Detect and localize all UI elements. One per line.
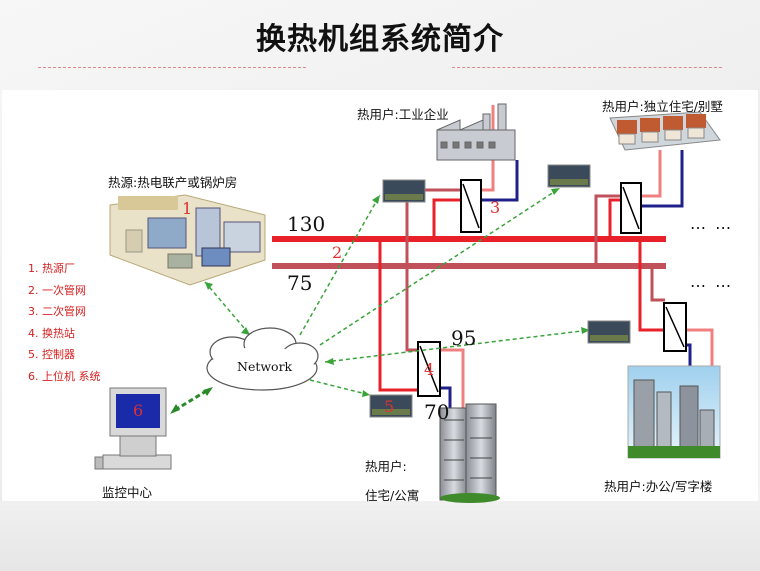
marker-4: 4	[424, 360, 435, 379]
heat-exchanger-3	[460, 179, 482, 233]
label-villa: 热用户:独立住宅/别墅	[602, 99, 723, 114]
marker-5: 5	[384, 397, 395, 416]
ellipsis-top: … …	[690, 214, 734, 233]
legend-item: 3. 二次管网	[28, 305, 86, 318]
residential-tower-image	[439, 403, 500, 503]
page-title: 换热机组系统简介	[256, 22, 504, 57]
ellipsis-bottom: … …	[690, 272, 734, 291]
controller-b	[547, 164, 591, 188]
temp-secondary-return: 70	[424, 400, 450, 424]
heat-exchanger-office	[663, 302, 687, 352]
legend: 1. 热源厂 2. 一次管网 3. 二次管网 4. 换热站 5. 控制器 6. …	[28, 258, 101, 387]
office-towers-image	[627, 365, 721, 459]
bottom-band	[0, 501, 760, 571]
temp-return: 75	[287, 271, 313, 295]
factory-image	[436, 103, 516, 161]
temp-secondary-supply: 95	[451, 326, 477, 350]
branch-villa	[594, 150, 684, 266]
heat-source-plant-image	[109, 194, 266, 286]
label-industrial: 热用户:工业企业	[357, 107, 449, 122]
monitor-computer-image	[94, 387, 172, 470]
branch-office	[638, 239, 714, 370]
label-office: 热用户:办公/写字楼	[604, 479, 713, 494]
title-rule-right	[452, 67, 722, 68]
controller-5	[369, 394, 413, 418]
villas-image	[609, 111, 721, 151]
legend-item: 1. 热源厂	[28, 262, 75, 275]
legend-item: 2. 一次管网	[28, 283, 86, 297]
branch-residential	[378, 239, 465, 410]
marker-1: 1	[182, 199, 193, 218]
label-network: Network	[237, 359, 293, 374]
heat-exchanger-4	[417, 341, 441, 397]
monitor-network-link	[170, 387, 213, 414]
legend-item: 4. 换热站	[28, 326, 75, 340]
temp-supply: 130	[287, 212, 326, 236]
primary-supply-pipe	[272, 236, 666, 242]
comm-links	[204, 187, 591, 396]
label-residential-2: 住宅/公寓	[365, 488, 420, 503]
legend-item: 5. 控制器	[28, 348, 75, 361]
controller-a	[382, 179, 426, 203]
primary-return-pipe	[272, 263, 666, 269]
comm-arrowheads	[205, 188, 590, 397]
marker-6: 6	[133, 401, 144, 420]
label-residential-1: 热用户:	[365, 459, 407, 474]
title-rule-left	[38, 67, 306, 68]
marker-3: 3	[490, 198, 501, 217]
label-monitor-center: 监控中心	[102, 485, 153, 500]
label-heat-source: 热源:热电联产或锅炉房	[108, 175, 238, 190]
legend-item: 6. 上位机 系统	[28, 369, 101, 383]
heat-exchanger-villa	[620, 182, 642, 234]
controller-c	[587, 320, 631, 344]
marker-2: 2	[332, 243, 343, 262]
